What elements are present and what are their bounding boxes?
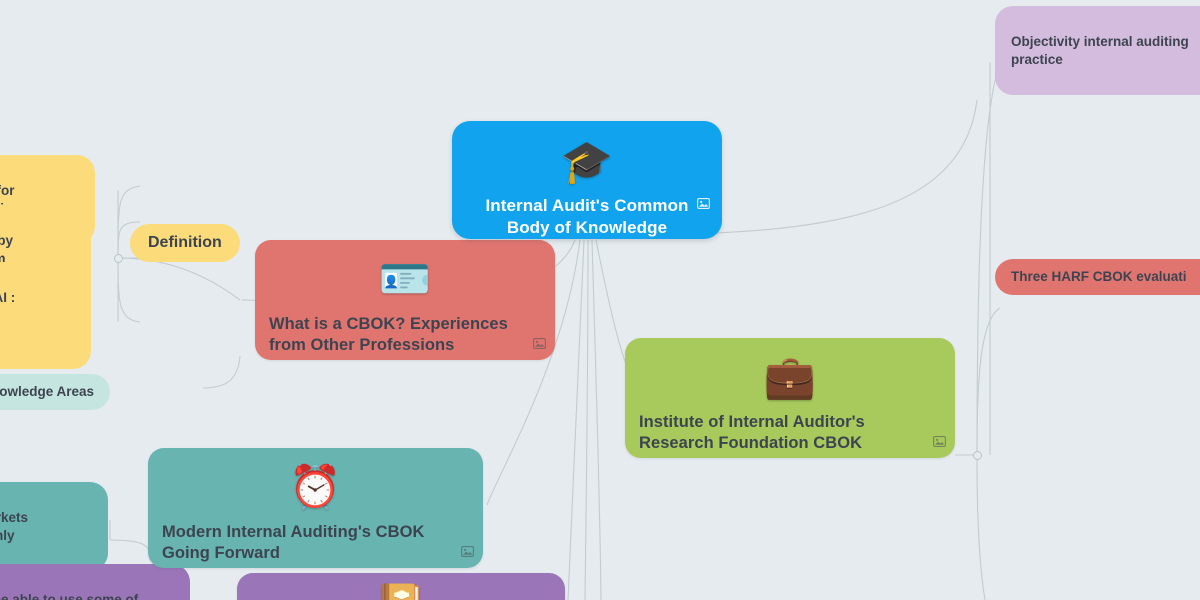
- topic-label: Modern Internal Auditing's CBOK Going Fo…: [162, 523, 425, 563]
- edge-left-down-1: [117, 257, 141, 323]
- edge-knowledge-areas: [202, 355, 241, 389]
- branch-emerging-markets[interactable]: Emerging Markets ential but highly: [0, 482, 108, 572]
- topic-bottom-purple[interactable]: 📔: [237, 573, 565, 600]
- branch-bai-institute[interactable]: n Institute (BAI : CBOK for onal: [0, 262, 91, 370]
- branch-other-knowledge-areas[interactable]: K to other knowledge Areas: [0, 374, 111, 410]
- branch-auditor-merge[interactable]: ditor should be able to use some of edge…: [0, 564, 190, 600]
- identification-card-icon: 🪪: [378, 255, 432, 302]
- branch-label: n Institute (BAI : CBOK for onal: [0, 289, 16, 305]
- edge-root-trunk-b: [591, 239, 602, 600]
- branch-label: ditor should be able to use some of edge…: [0, 591, 139, 600]
- edge-right-rail-mid: [976, 307, 1001, 456]
- branch-label: Objectivity internal auditing practice: [1011, 33, 1189, 67]
- branch-label: K to other knowledge Areas: [0, 384, 95, 399]
- branch-label: Emerging Markets ential but highly: [0, 509, 29, 543]
- branch-label: edge needed by line to perform: [0, 232, 14, 266]
- edge-lower-left-rail: [109, 539, 151, 561]
- topic-iia-research-foundation[interactable]: 💼 Institute of Internal Auditor's Resear…: [625, 338, 955, 458]
- topic-modern-cbok-going-forward[interactable]: ⏰ Modern Internal Auditing's CBOK Going …: [148, 448, 483, 568]
- image-badge-icon: [533, 338, 546, 349]
- collapse-toggle-right[interactable]: [973, 451, 982, 460]
- root-label: Internal Audit's Common Body of Knowledg…: [485, 196, 689, 237]
- alarm-clock-icon: ⏰: [289, 463, 342, 510]
- image-badge-icon: [461, 546, 474, 557]
- branch-label: Three HARF CBOK evaluati: [1011, 269, 1187, 284]
- edge-root-to-purple: [567, 239, 585, 600]
- briefcase-icon: 💼: [763, 353, 817, 400]
- collapse-toggle-left[interactable]: [114, 254, 123, 263]
- branch-label: Definition: [148, 234, 222, 251]
- edge-right-rail-top: [976, 61, 1001, 456]
- branch-objectivity-internal-auditing[interactable]: Objectivity internal auditing practice: [995, 6, 1200, 96]
- topic-label: What is a CBOK? Experiences from Other P…: [269, 315, 508, 355]
- branch-three-harf-cbok[interactable]: Three HARF CBOK evaluati: [995, 259, 1200, 295]
- topic-label: Institute of Internal Auditor's Research…: [639, 413, 865, 453]
- root-node[interactable]: 🎓 Internal Audit's Common Body of Knowle…: [452, 121, 722, 239]
- graduation-cap-icon: 🎓: [560, 138, 614, 185]
- branch-definition[interactable]: Definition: [130, 224, 240, 263]
- edge-right-rail-down: [976, 458, 986, 600]
- image-badge-icon: [697, 198, 710, 209]
- image-badge-icon: [933, 436, 946, 447]
- topic-cbok-other-professions[interactable]: 🪪 What is a CBOK? Experiences from Other…: [255, 240, 555, 360]
- edge-left-junction-right: [117, 257, 241, 301]
- address-book-icon: 📔: [251, 585, 551, 600]
- edge-root-trunk-a: [584, 239, 589, 600]
